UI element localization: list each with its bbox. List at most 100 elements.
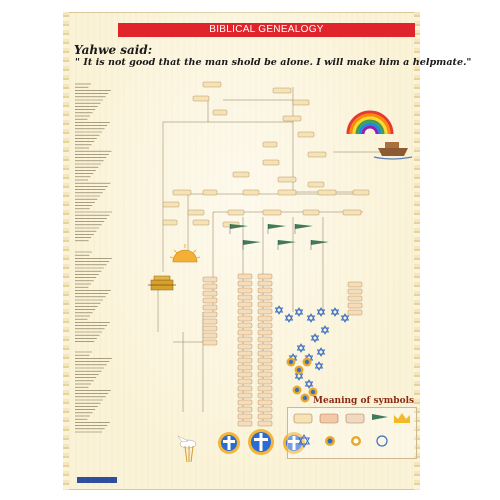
tribe-node bbox=[257, 399, 273, 406]
star-of-david-icon bbox=[340, 313, 350, 323]
tribe-node bbox=[347, 309, 363, 316]
star-of-david-icon bbox=[316, 307, 326, 317]
star-of-david-icon bbox=[296, 343, 306, 353]
tribe-node bbox=[257, 371, 273, 378]
tribe-node bbox=[202, 304, 218, 311]
speaker-label: Yahwe said: bbox=[74, 43, 153, 57]
tribe-node bbox=[237, 322, 253, 329]
wheat-icon bbox=[184, 445, 194, 463]
sun-gear-icon bbox=[325, 436, 335, 446]
tribe-node bbox=[347, 295, 363, 302]
star-of-david-icon bbox=[294, 307, 304, 317]
tribe-node bbox=[237, 315, 253, 322]
tribe-node bbox=[237, 392, 253, 399]
genealogy-node bbox=[317, 189, 337, 196]
covenant-box-icon bbox=[293, 413, 313, 424]
publisher-badge bbox=[77, 477, 117, 483]
star-of-david-icon bbox=[284, 313, 294, 323]
star-of-david-icon bbox=[310, 333, 320, 343]
dove-icon bbox=[177, 435, 197, 449]
tribe-columns bbox=[202, 273, 363, 427]
tribe-node bbox=[347, 281, 363, 288]
tree-nodes bbox=[162, 81, 370, 228]
genealogy-node bbox=[352, 189, 370, 196]
cross-medallion-icon bbox=[218, 432, 240, 454]
tribe-node bbox=[257, 378, 273, 385]
genealogy-node bbox=[192, 219, 210, 226]
genealogy-node bbox=[172, 189, 192, 196]
genealogy-node bbox=[282, 115, 302, 122]
tribe-node bbox=[257, 350, 273, 357]
tribe-node bbox=[237, 294, 253, 301]
tribe-node bbox=[347, 302, 363, 309]
pennant-icon bbox=[372, 414, 388, 420]
prophet-icon bbox=[376, 435, 388, 447]
star-of-david-icon bbox=[314, 361, 324, 371]
genealogy-node bbox=[307, 151, 327, 158]
sun-gear-icon bbox=[302, 357, 312, 367]
star-of-david-icon bbox=[274, 305, 284, 315]
tribe-node bbox=[347, 288, 363, 295]
tribe-node bbox=[257, 406, 273, 413]
tribe-node bbox=[237, 399, 253, 406]
genealogy-node bbox=[242, 189, 260, 196]
tribe-node bbox=[237, 280, 253, 287]
tribe-node bbox=[237, 378, 253, 385]
genealogy-node bbox=[262, 159, 280, 166]
sunrise-icon bbox=[169, 244, 201, 263]
genealogy-node bbox=[292, 99, 310, 106]
genealogy-node bbox=[262, 141, 278, 148]
tribe-node bbox=[237, 385, 253, 392]
ark-icon bbox=[373, 142, 413, 160]
tribe-node bbox=[257, 280, 273, 287]
sun-gear-icon bbox=[294, 365, 304, 375]
tribe-node bbox=[257, 273, 273, 280]
tribe-node bbox=[257, 343, 273, 350]
tribe-node bbox=[257, 357, 273, 364]
genealogy-node bbox=[272, 87, 292, 94]
tribe-node bbox=[202, 276, 218, 283]
tribe-node bbox=[202, 311, 218, 318]
legend-box bbox=[287, 407, 417, 459]
tribe-node bbox=[257, 308, 273, 315]
poster-title: BIBLICAL GENEALOGY bbox=[118, 23, 415, 37]
tribe-node bbox=[257, 413, 273, 420]
genealogy-node bbox=[162, 219, 178, 226]
tribe-node bbox=[237, 413, 253, 420]
tribe-node bbox=[237, 406, 253, 413]
torn-edge-left bbox=[63, 12, 69, 490]
tribe-node bbox=[237, 364, 253, 371]
genealogy-node bbox=[202, 189, 218, 196]
tribe-node bbox=[257, 364, 273, 371]
tribe-node bbox=[202, 332, 218, 339]
star-of-david-cluster bbox=[274, 305, 350, 389]
tribe-node bbox=[202, 325, 218, 332]
tribe-node bbox=[202, 283, 218, 290]
star-of-david-icon bbox=[306, 313, 316, 323]
tribe-node bbox=[237, 420, 253, 427]
star-of-david-icon bbox=[304, 379, 314, 389]
tribe-node bbox=[257, 294, 273, 301]
cross-medallion-icon bbox=[248, 429, 274, 455]
genealogy-node bbox=[342, 209, 362, 216]
star-of-david-icon bbox=[330, 307, 340, 317]
genealogy-node bbox=[297, 131, 315, 138]
sun-gear-cluster bbox=[286, 357, 318, 403]
tribe-node bbox=[237, 343, 253, 350]
tribe-node bbox=[257, 322, 273, 329]
priest-icon bbox=[351, 436, 361, 446]
tribe-node bbox=[257, 287, 273, 294]
legend-title: Meaning of symbols bbox=[313, 396, 415, 406]
tribe-node bbox=[237, 301, 253, 308]
genealogy-node bbox=[192, 95, 210, 102]
rainbow-icon bbox=[346, 110, 394, 135]
sun-gear-icon bbox=[308, 387, 318, 397]
tribe-node bbox=[237, 308, 253, 315]
tribe-node bbox=[202, 290, 218, 297]
legend-symbols bbox=[293, 413, 410, 448]
tribe-node bbox=[257, 385, 273, 392]
genealogy-node bbox=[232, 171, 250, 178]
genealogy-node bbox=[212, 109, 228, 116]
tribe-node bbox=[257, 336, 273, 343]
genealogy-node bbox=[202, 81, 222, 88]
